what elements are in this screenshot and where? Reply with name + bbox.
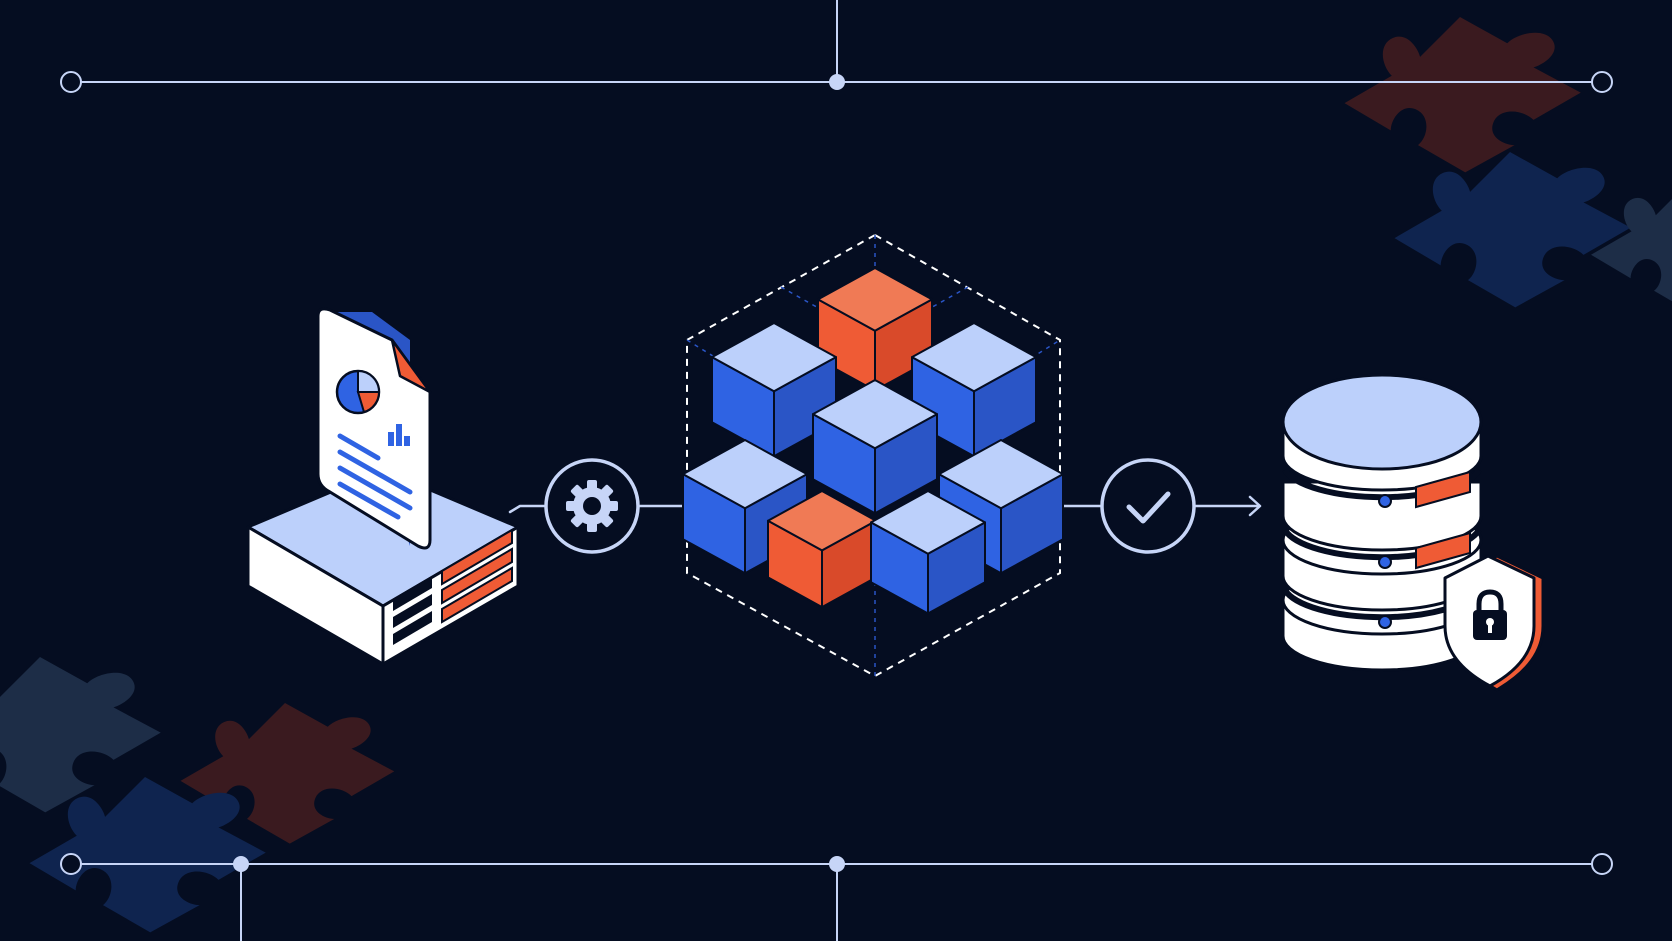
cube-top-face	[711, 322, 837, 393]
report-document-on-server-icon	[246, 307, 520, 666]
cube	[911, 322, 1037, 458]
cube	[812, 379, 938, 515]
rail-junction	[233, 856, 249, 872]
validate-node	[1100, 458, 1196, 554]
bounding-hexagon	[686, 233, 1061, 678]
server-vent-slots	[393, 577, 432, 645]
drive-indicators	[1415, 470, 1471, 570]
status-leds	[1378, 494, 1392, 629]
rail-node	[1591, 71, 1613, 93]
rail-junction	[829, 74, 845, 90]
cube	[870, 490, 986, 615]
cube-top-face	[870, 490, 986, 555]
bar-chart-icon	[388, 424, 410, 446]
checkmark-icon	[1126, 491, 1171, 524]
arrow-source-to-gear	[508, 504, 546, 514]
cube-top-face	[682, 439, 808, 510]
arrow-check-to-db	[1194, 495, 1262, 517]
cube-stack	[682, 267, 1064, 615]
puzzle-piece-icon	[1591, 181, 1672, 315]
status-led	[1378, 555, 1392, 569]
shield-icon	[1443, 554, 1545, 692]
cube-top-face	[767, 490, 877, 552]
cube-cluster-icon	[682, 233, 1064, 678]
rail-node	[1591, 853, 1613, 875]
gear-icon	[566, 480, 618, 532]
rail-node	[60, 71, 82, 93]
report-document	[316, 307, 432, 550]
cube	[817, 267, 933, 392]
cube	[767, 490, 877, 609]
padlock-icon	[1473, 589, 1507, 640]
status-led	[1378, 615, 1392, 629]
puzzle-piece-icon	[1394, 152, 1631, 308]
rail-node	[60, 853, 82, 875]
text-lines	[337, 433, 413, 520]
status-led	[1378, 494, 1392, 508]
timeline-rails	[60, 0, 1613, 941]
puzzle-piece-icon	[1344, 17, 1581, 173]
pie-chart-icon	[335, 369, 381, 415]
cube-top-face	[938, 439, 1064, 510]
cube-top-face	[911, 322, 1037, 393]
rail-junction	[829, 856, 845, 872]
cube-top-face	[817, 267, 933, 332]
gear-node	[544, 458, 640, 554]
server-status-bars	[441, 528, 513, 624]
secure-database-icon	[1281, 373, 1545, 692]
cube-top-face	[812, 379, 938, 450]
